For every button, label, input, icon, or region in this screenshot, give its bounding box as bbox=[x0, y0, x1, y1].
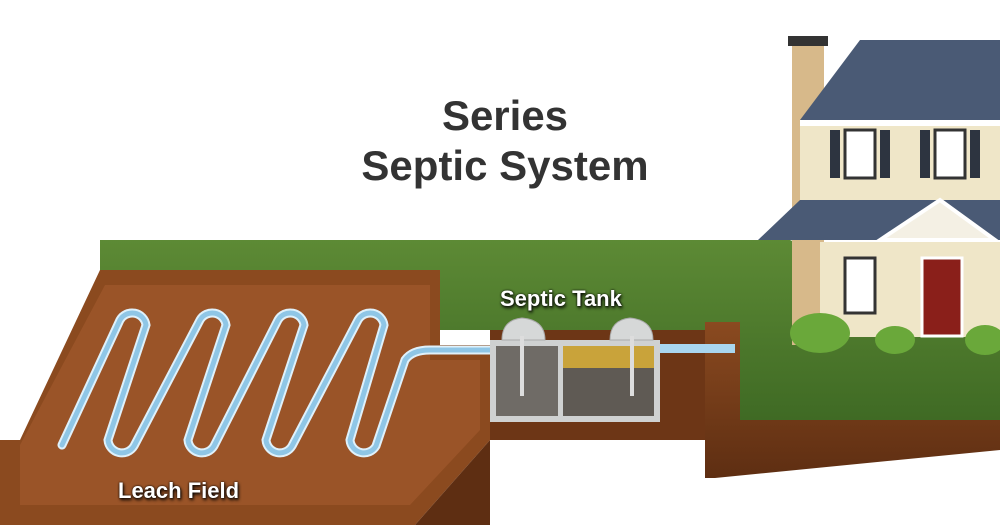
window bbox=[843, 128, 877, 180]
shrub bbox=[875, 326, 915, 354]
leach-field-label: Leach Field bbox=[118, 478, 240, 503]
title-line-1: Series bbox=[441, 92, 569, 139]
shrub bbox=[965, 325, 1000, 355]
outlet-pipe bbox=[655, 344, 735, 353]
soil-front bbox=[415, 440, 490, 525]
soil-bank-right bbox=[705, 322, 1000, 478]
shrub bbox=[790, 313, 850, 353]
window bbox=[933, 128, 967, 180]
title-line-2: Septic System bbox=[361, 142, 649, 189]
window bbox=[843, 256, 877, 315]
trench-floor bbox=[490, 440, 705, 530]
house bbox=[758, 36, 1000, 345]
septic-tank-label: Septic Tank bbox=[500, 286, 622, 311]
septic-tank bbox=[490, 317, 660, 422]
door bbox=[920, 256, 964, 338]
